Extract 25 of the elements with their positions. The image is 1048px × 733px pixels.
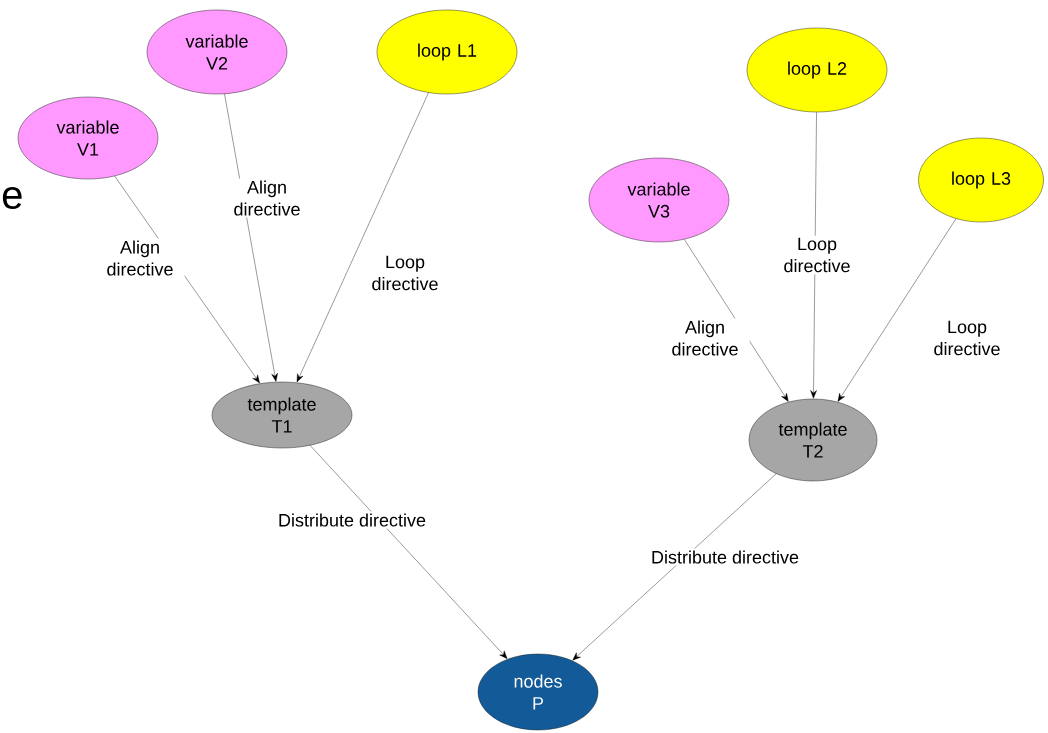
ellipse-node: nodes P	[477, 653, 599, 731]
edge-label: Distribute directive	[276, 511, 429, 529]
text-fragment: e	[2, 187, 22, 209]
arrow	[296, 92, 429, 383]
ellipse-node: template T1	[211, 381, 353, 449]
edge-label: Align directive	[222, 178, 312, 218]
ellipse-node: template T2	[748, 398, 878, 482]
ellipse-node: loop L1	[376, 9, 518, 95]
ellipse-node: loop L2	[746, 27, 888, 113]
arrow	[810, 112, 817, 399]
edge-label: Align directive	[95, 238, 185, 278]
arrow	[684, 239, 789, 402]
ellipse-node: variable V2	[146, 9, 288, 95]
edge-label: Loop directive	[772, 235, 862, 275]
arrow	[837, 218, 957, 402]
arrow	[224, 93, 278, 382]
ellipse-node: loop L3	[918, 137, 1044, 223]
arrow	[572, 473, 777, 661]
edge-label: Align directive	[660, 318, 750, 358]
edge-label: Loop directive	[922, 318, 1012, 358]
ellipse-node: variable V3	[588, 157, 730, 243]
edge-label: Distribute directive	[649, 548, 802, 566]
ellipse-node: variable V1	[17, 96, 159, 180]
edge-label: Loop directive	[360, 253, 450, 293]
arrow	[309, 445, 508, 659]
